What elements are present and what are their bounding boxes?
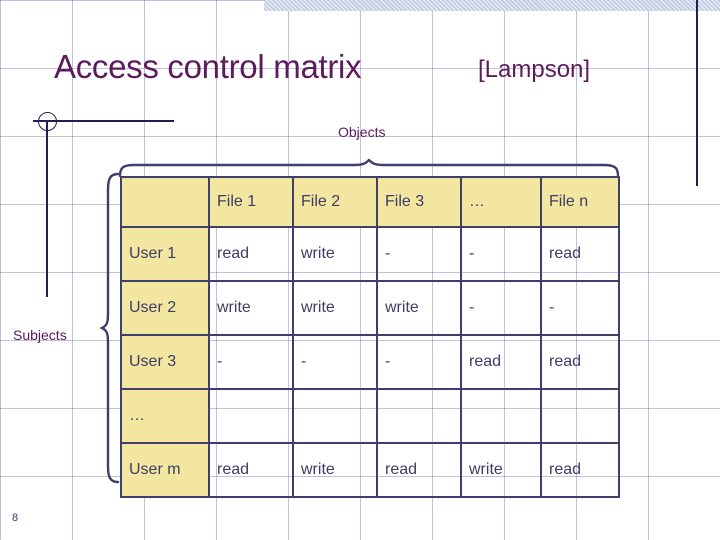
subjects-brace <box>100 172 120 484</box>
matrix-cell-2-3: read <box>460 334 542 390</box>
matrix-cell-1-0: write <box>208 280 294 336</box>
page-number: 8 <box>12 512 19 524</box>
matrix-cell-0-0: read <box>208 226 294 282</box>
matrix-cell-4-2: read <box>376 442 462 498</box>
matrix-cell-0-1: write <box>292 226 378 282</box>
matrix-col-header-2: File 3 <box>376 176 462 228</box>
matrix-col-header-1: File 2 <box>292 176 378 228</box>
bullet-horizontal-line <box>33 120 174 122</box>
subjects-axis-label: Subjects <box>13 327 67 343</box>
matrix-row-header-4: User m <box>120 442 210 498</box>
page-title: Access control matrix <box>54 48 362 85</box>
matrix-cell-4-1: write <box>292 442 378 498</box>
matrix-cell-4-3: write <box>460 442 542 498</box>
table-row: User m read write read write read <box>120 442 620 498</box>
matrix-cell-2-4: read <box>540 334 620 390</box>
matrix-cell-3-3 <box>460 388 542 444</box>
table-row: User 2 write write write - - <box>120 280 620 336</box>
bullet-vertical-line <box>46 121 48 297</box>
matrix-cell-4-4: read <box>540 442 620 498</box>
matrix-row-header-1: User 2 <box>120 280 210 336</box>
matrix-col-header-0: File 1 <box>208 176 294 228</box>
matrix-cell-1-3: - <box>460 280 542 336</box>
table-row: User 3 - - - read read <box>120 334 620 390</box>
right-vertical-rule <box>696 0 698 186</box>
matrix-cell-3-1 <box>292 388 378 444</box>
matrix-corner-cell <box>120 176 210 228</box>
table-row: User 1 read write - - read <box>120 226 620 282</box>
matrix-row-header-2: User 3 <box>120 334 210 390</box>
matrix-cell-4-0: read <box>208 442 294 498</box>
matrix-cell-0-4: read <box>540 226 620 282</box>
matrix-cell-1-1: write <box>292 280 378 336</box>
matrix-cell-0-3: - <box>460 226 542 282</box>
objects-brace <box>118 159 620 177</box>
objects-axis-text: Objects <box>338 124 386 140</box>
matrix-table: File 1 File 2 File 3 … File n User 1 rea… <box>120 176 620 498</box>
matrix-cell-2-0: - <box>208 334 294 390</box>
objects-axis-label: Objects <box>338 124 385 140</box>
citation-label: [Lampson] <box>478 56 591 83</box>
matrix-cell-1-4: - <box>540 280 620 336</box>
matrix-cell-0-2: - <box>376 226 462 282</box>
matrix-cell-2-2: - <box>376 334 462 390</box>
subjects-axis-text: Subjects <box>13 327 67 343</box>
matrix-col-header-3: … <box>460 176 542 228</box>
matrix-cell-2-1: - <box>292 334 378 390</box>
table-row: … <box>120 388 620 444</box>
matrix-cell-3-2 <box>376 388 462 444</box>
top-decorative-band <box>264 0 720 11</box>
bullet-circle-icon <box>38 112 57 131</box>
matrix-cell-1-2: write <box>376 280 462 336</box>
matrix-row-header-3: … <box>120 388 210 444</box>
matrix-cell-3-0 <box>208 388 294 444</box>
matrix-header-row: File 1 File 2 File 3 … File n <box>120 176 620 228</box>
matrix-row-header-0: User 1 <box>120 226 210 282</box>
matrix-cell-3-4 <box>540 388 620 444</box>
matrix-col-header-4: File n <box>540 176 620 228</box>
access-control-matrix: File 1 File 2 File 3 … File n User 1 rea… <box>120 176 620 498</box>
